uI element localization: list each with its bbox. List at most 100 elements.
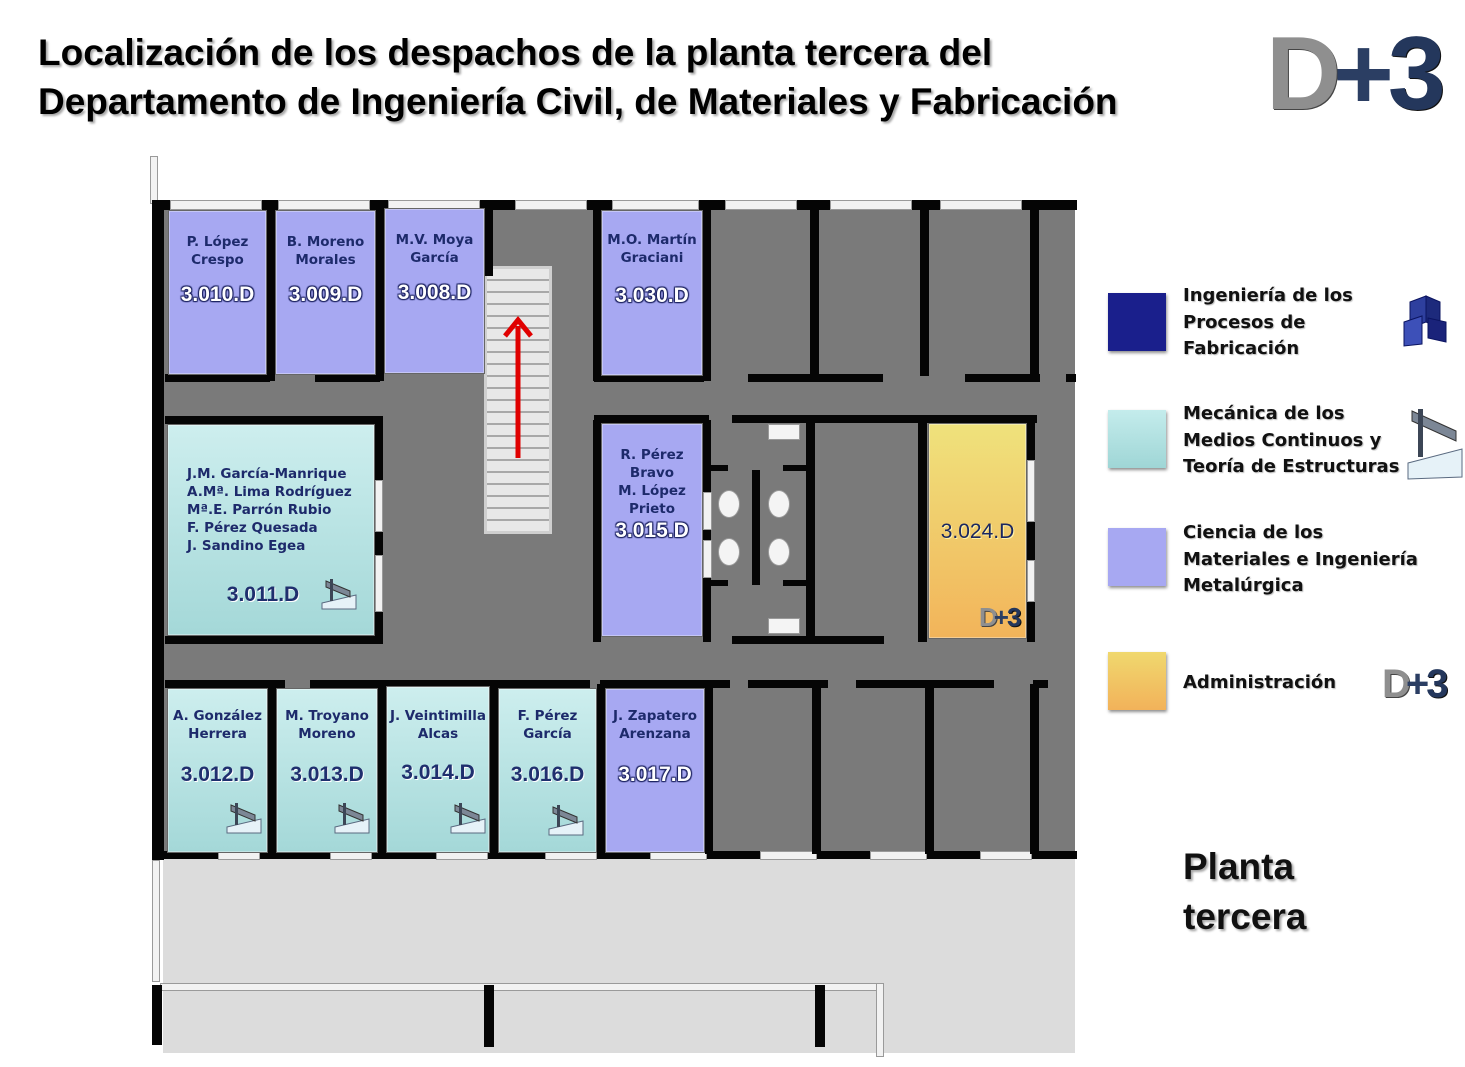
wall — [485, 206, 493, 276]
wall — [812, 684, 821, 854]
legend-swatch-admin — [1108, 652, 1166, 710]
steel-beam-icon — [1407, 409, 1463, 480]
wall — [1027, 420, 1035, 642]
wall — [748, 374, 883, 382]
room-code: 3.009.D — [288, 283, 363, 306]
wall — [965, 374, 1040, 382]
room-code: 3.015.D — [615, 519, 689, 542]
legend-swatch-ipf — [1108, 293, 1166, 351]
door — [1027, 560, 1035, 602]
wall — [593, 206, 601, 381]
wall — [783, 465, 808, 471]
ipf-logo-icon — [1403, 295, 1447, 347]
floor-label: Planta tercera — [1183, 846, 1307, 937]
wall — [165, 636, 383, 644]
steel-beam-icon — [321, 579, 357, 610]
office-3011[interactable]: J.M. García-Manrique A.Mª. Lima Rodrígue… — [167, 424, 375, 636]
door — [375, 555, 383, 612]
wall — [315, 374, 380, 382]
room-code: 3.010.D — [180, 283, 255, 306]
office-3024[interactable]: 3.024.D D+3 — [928, 423, 1027, 639]
wall — [806, 420, 815, 642]
room-code: 3.008.D — [397, 281, 472, 304]
sink-icon — [768, 424, 800, 440]
page-title: Localización de los despachos de la plan… — [38, 28, 1268, 126]
wall — [703, 465, 728, 471]
steel-beam-icon — [548, 805, 584, 836]
wall — [378, 684, 386, 854]
wall — [165, 416, 383, 424]
title-line-2: Departamento de Ingeniería Civil, de Mat… — [38, 81, 1118, 122]
floor-lower-area — [163, 855, 1075, 1053]
occupant-list: J.M. García-Manrique A.Mª. Lima Rodrígue… — [187, 466, 352, 554]
wall — [920, 206, 929, 376]
wall — [165, 680, 285, 688]
window — [278, 200, 370, 210]
wall — [1066, 374, 1076, 382]
room-code: 3.014.D — [401, 761, 475, 784]
wall — [490, 684, 498, 854]
legend-swatch-mmc — [1108, 410, 1166, 468]
wall — [705, 684, 713, 854]
legend-swatch-metal — [1108, 528, 1166, 586]
wall — [594, 374, 704, 382]
toilet-icon — [768, 538, 790, 566]
wall — [593, 420, 601, 642]
wall — [376, 206, 384, 381]
toilet-icon — [768, 490, 790, 518]
sink-icon — [768, 618, 800, 634]
room-code: 3.017.D — [618, 763, 692, 786]
window — [980, 851, 1032, 860]
wall — [268, 684, 276, 854]
steel-beam-icon — [334, 803, 370, 834]
window — [940, 200, 1022, 210]
window — [760, 851, 817, 860]
wall — [918, 420, 927, 642]
door — [703, 492, 712, 530]
wall — [267, 206, 275, 381]
steel-beam-icon — [450, 803, 486, 834]
door — [375, 480, 383, 532]
toilet-icon — [718, 490, 740, 518]
column — [484, 985, 494, 1047]
wall — [600, 680, 730, 688]
wall-stub — [152, 860, 160, 982]
room-code: 3.016.D — [510, 763, 585, 786]
wall — [703, 580, 728, 586]
wall-stub — [150, 156, 158, 204]
room-code: 3.030.D — [615, 284, 689, 307]
wall — [1030, 206, 1039, 376]
wall — [732, 415, 1037, 423]
wall — [732, 636, 884, 644]
di3-logo-icon: D+3 — [1382, 662, 1449, 706]
column — [815, 985, 825, 1047]
steel-beam-icon — [226, 803, 262, 834]
toilet-icon — [718, 538, 740, 566]
column — [152, 985, 162, 1045]
wall — [1030, 684, 1039, 854]
door — [703, 540, 712, 578]
window — [725, 200, 797, 210]
di3-logo-icon: D+3 — [1266, 16, 1446, 132]
room-code: 3.013.D — [290, 763, 364, 786]
